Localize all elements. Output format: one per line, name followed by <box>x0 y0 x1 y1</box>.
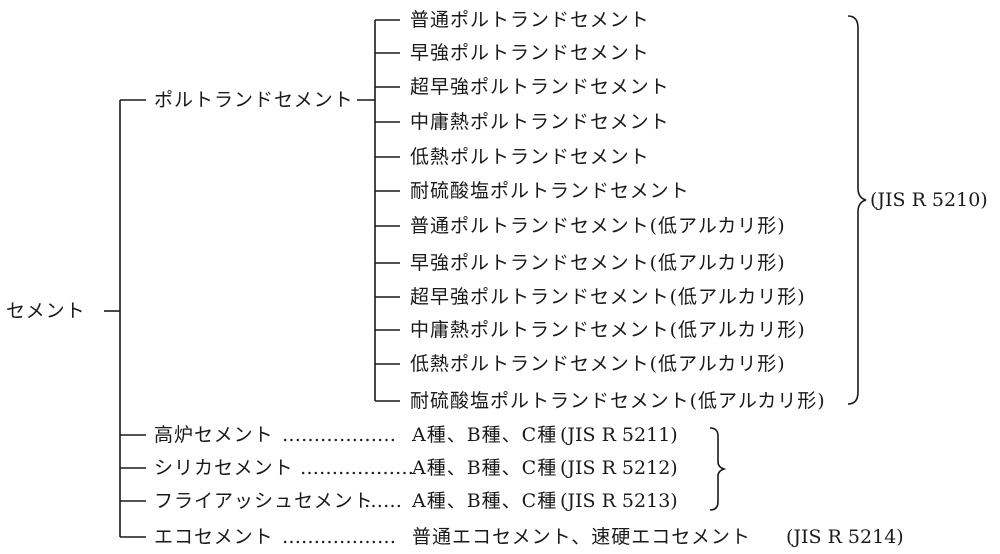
portland-type: 耐硫酸塩ポルトランドセメント(低アルカリ形) <box>410 390 826 412</box>
portland-type: 低熱ポルトランドセメント <box>410 146 650 168</box>
portland-type: 低熱ポルトランドセメント(低アルカリ形) <box>410 353 786 375</box>
leader-dots: ……………… <box>282 424 396 446</box>
portland-type: 中庸熱ポルトランドセメント(低アルカリ形) <box>410 319 806 341</box>
portland-type: 早強ポルトランドセメント(低アルカリ形) <box>410 252 786 274</box>
mixed-cement-name: フライアッシュセメント <box>154 490 374 512</box>
mixed-brace <box>709 427 727 511</box>
mixed-cement-name: シリカセメント <box>154 457 294 479</box>
portland-type: 耐硫酸塩ポルトランドセメント <box>410 180 690 202</box>
root-label: セメント <box>6 300 86 322</box>
mixed-cement-types: A種、B種、C種 <box>412 424 558 446</box>
eco-cement-types: 普通エコセメント、速硬エコセメント <box>412 526 751 548</box>
eco-cement-name: エコセメント <box>154 526 274 548</box>
portland-type: 超早強ポルトランドセメント(低アルカリ形) <box>410 286 806 308</box>
leader-dots: ……………… <box>300 457 414 479</box>
portland-type: 早強ポルトランドセメント <box>410 42 650 64</box>
portland-type: 中庸熱ポルトランドセメント <box>410 111 670 133</box>
portland-type: 普通ポルトランドセメント <box>410 9 650 31</box>
mixed-cement-name: 高炉セメント <box>154 424 274 446</box>
leader-dots: …… <box>364 490 402 512</box>
mixed-cement-standard: (JIS R 5213) <box>560 490 678 512</box>
portland-brace <box>847 15 867 405</box>
portland-standard: (JIS R 5210) <box>870 189 988 211</box>
portland-type: 普通ポルトランドセメント(低アルカリ形) <box>410 215 786 237</box>
mixed-cement-types: A種、B種、C種 <box>412 457 558 479</box>
mixed-cement-types: A種、B種、C種 <box>412 490 558 512</box>
eco-cement-standard: (JIS R 5214) <box>786 526 904 548</box>
leader-dots: ……………… <box>282 526 396 548</box>
mixed-cement-standard: (JIS R 5212) <box>560 457 678 479</box>
portland-label: ポルトランドセメント <box>154 89 354 111</box>
mixed-cement-standard: (JIS R 5211) <box>560 424 678 446</box>
portland-type: 超早強ポルトランドセメント <box>410 76 670 98</box>
